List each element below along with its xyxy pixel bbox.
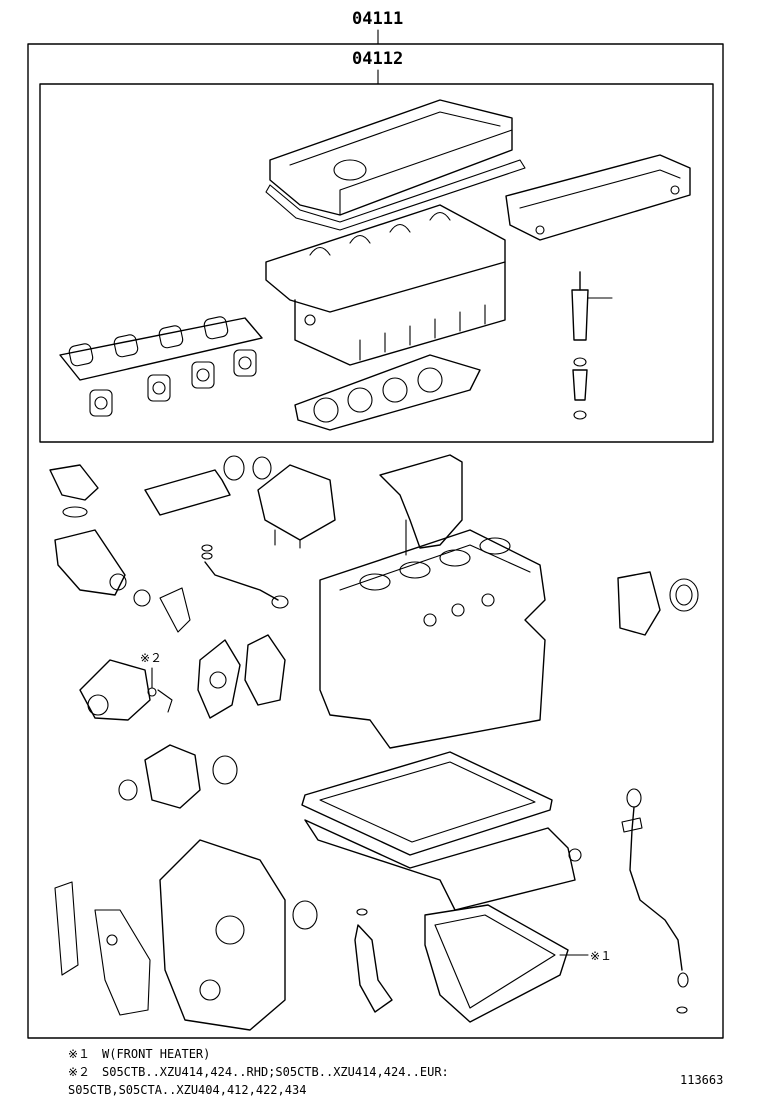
callout-2-label: ※２ bbox=[140, 651, 162, 665]
inner-kit-frame bbox=[39, 83, 714, 443]
timing-gear-case[interactable] bbox=[159, 839, 318, 1031]
oil-pan-lower[interactable] bbox=[424, 904, 569, 1023]
note-1-mark: ※１ bbox=[68, 1047, 90, 1061]
outer-kit-number[interactable]: 04111 bbox=[352, 9, 403, 29]
note-3-text: S05CTB,S05CTA..XZU404,412,422,434 bbox=[68, 1083, 306, 1097]
cylinder-head-gasket[interactable] bbox=[294, 354, 481, 431]
figure-id: 113663 bbox=[680, 1073, 723, 1087]
intake-manifold-gasket[interactable] bbox=[505, 154, 691, 241]
rear-oil-seal-retainer[interactable] bbox=[617, 571, 699, 636]
timing-cover-gasket[interactable] bbox=[197, 634, 286, 719]
note-2-text: S05CTB..XZU414,424..RHD;S05CTB..XZU414,4… bbox=[102, 1065, 449, 1079]
exhaust-manifold-gasket[interactable] bbox=[59, 316, 263, 381]
manifold-port-gaskets[interactable] bbox=[89, 349, 257, 417]
cover-gaskets-left[interactable] bbox=[54, 881, 151, 1016]
oil-level-gauge[interactable] bbox=[621, 788, 689, 1014]
cylinder-block[interactable] bbox=[319, 529, 546, 749]
water-outlet-pipe[interactable] bbox=[144, 455, 272, 516]
thermostat-housing[interactable] bbox=[54, 529, 191, 633]
callout-1-label: ※１ bbox=[590, 949, 612, 963]
water-pump[interactable] bbox=[79, 659, 173, 721]
cylinder-head-cover[interactable] bbox=[269, 99, 513, 216]
head-cover-gasket[interactable] bbox=[265, 159, 526, 231]
oil-pan-gasket[interactable] bbox=[301, 751, 553, 856]
bypass-pipe[interactable] bbox=[201, 544, 289, 609]
injector-nozzle[interactable] bbox=[571, 271, 613, 420]
intake-air-connector[interactable] bbox=[379, 454, 463, 556]
water-outlet-housing[interactable] bbox=[257, 464, 336, 549]
note-2-mark: ※２ bbox=[68, 1065, 90, 1079]
note-1-text: W(FRONT HEATER) bbox=[102, 1047, 210, 1061]
oil-pump[interactable] bbox=[118, 744, 238, 809]
oil-pan-upper[interactable] bbox=[304, 819, 582, 911]
water-inlet-elbow[interactable] bbox=[49, 464, 99, 518]
inner-kit-number[interactable]: 04112 bbox=[352, 49, 403, 69]
oil-strainer[interactable] bbox=[354, 908, 393, 1013]
outer-kit-frame bbox=[27, 43, 724, 1039]
cylinder-head[interactable] bbox=[265, 204, 506, 366]
